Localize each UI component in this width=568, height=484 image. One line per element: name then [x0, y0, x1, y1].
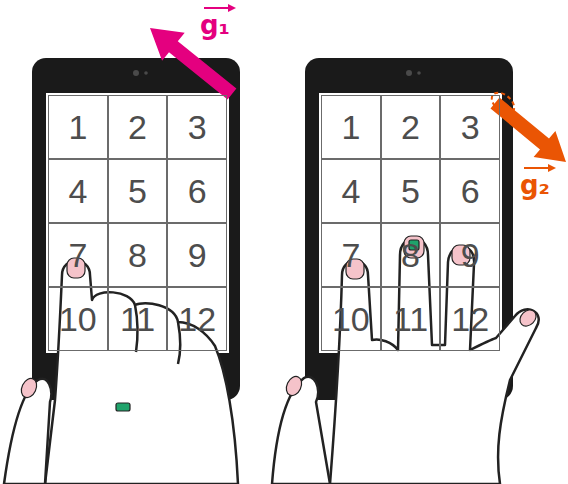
key-number: 7 — [341, 238, 360, 272]
gravity-arrow — [150, 28, 236, 100]
key-number: 2 — [128, 110, 147, 144]
marker-dot — [116, 403, 130, 411]
key-number: 12 — [178, 302, 216, 336]
key-number: 8 — [401, 238, 420, 272]
camera — [133, 70, 139, 76]
keypad-cell: 3 — [167, 95, 227, 159]
vector-label: g₂ — [520, 172, 550, 198]
keypad-cell: 5 — [381, 159, 441, 223]
fingernail — [18, 376, 39, 400]
hand — [45, 261, 238, 484]
keypad-cell: 4 — [48, 159, 108, 223]
keypad-cell: 4 — [321, 159, 381, 223]
keypad-cell: 2 — [381, 95, 441, 159]
key-number: 5 — [128, 174, 147, 208]
key-number: 9 — [461, 238, 480, 272]
keypad-cell: 7 — [321, 223, 381, 287]
key-number: 1 — [68, 110, 87, 144]
key-number: 11 — [393, 302, 428, 336]
key-number: 4 — [341, 174, 360, 208]
gravity-arrow — [491, 98, 567, 162]
key-number: 9 — [188, 238, 207, 272]
key-number: 2 — [401, 110, 420, 144]
sensor — [417, 71, 421, 75]
key-number: 4 — [68, 174, 87, 208]
keypad-cell: 12 — [440, 287, 500, 351]
keypad-cell: 10 — [321, 287, 381, 351]
key-number: 6 — [188, 174, 207, 208]
sensor — [144, 71, 148, 75]
key-number: 7 — [68, 238, 87, 272]
tablet-screen — [319, 93, 502, 353]
fingernail — [517, 307, 540, 330]
key-number: 8 — [128, 238, 147, 272]
keypad-cell: 1 — [48, 95, 108, 159]
vector-sign — [204, 4, 236, 12]
keypad-cell: 9 — [440, 223, 500, 287]
keypad-cell: 1 — [321, 95, 381, 159]
key-number: 10 — [332, 302, 370, 336]
keypad-cell: 11 — [381, 287, 441, 351]
key-number: 5 — [401, 174, 420, 208]
keypad-cell: 8 — [108, 223, 168, 287]
key-number: 10 — [59, 302, 97, 336]
fingernail — [283, 374, 304, 398]
key-number: 3 — [461, 110, 480, 144]
keypad-cell: 11 — [108, 287, 168, 351]
key-number: 3 — [188, 110, 207, 144]
vector-sign — [524, 164, 556, 172]
key-number: 1 — [341, 110, 360, 144]
keypad-cell: 5 — [108, 159, 168, 223]
keypad-cell: 3 — [440, 95, 500, 159]
keypad-cell: 6 — [167, 159, 227, 223]
keypad-cell: 7 — [48, 223, 108, 287]
tablet-screen — [46, 93, 229, 353]
vector-label: g₁ — [200, 12, 230, 38]
keypad-cell: 10 — [48, 287, 108, 351]
keypad-cell: 8 — [381, 223, 441, 287]
key-number: 12 — [451, 302, 489, 336]
key-number: 6 — [461, 174, 480, 208]
keypad-cell: 9 — [167, 223, 227, 287]
key-number: 11 — [120, 302, 155, 336]
keypad-cell: 2 — [108, 95, 168, 159]
camera — [406, 70, 412, 76]
keypad-cell: 6 — [440, 159, 500, 223]
thumb — [272, 377, 330, 484]
keypad-cell: 12 — [167, 287, 227, 351]
hand — [330, 239, 539, 484]
